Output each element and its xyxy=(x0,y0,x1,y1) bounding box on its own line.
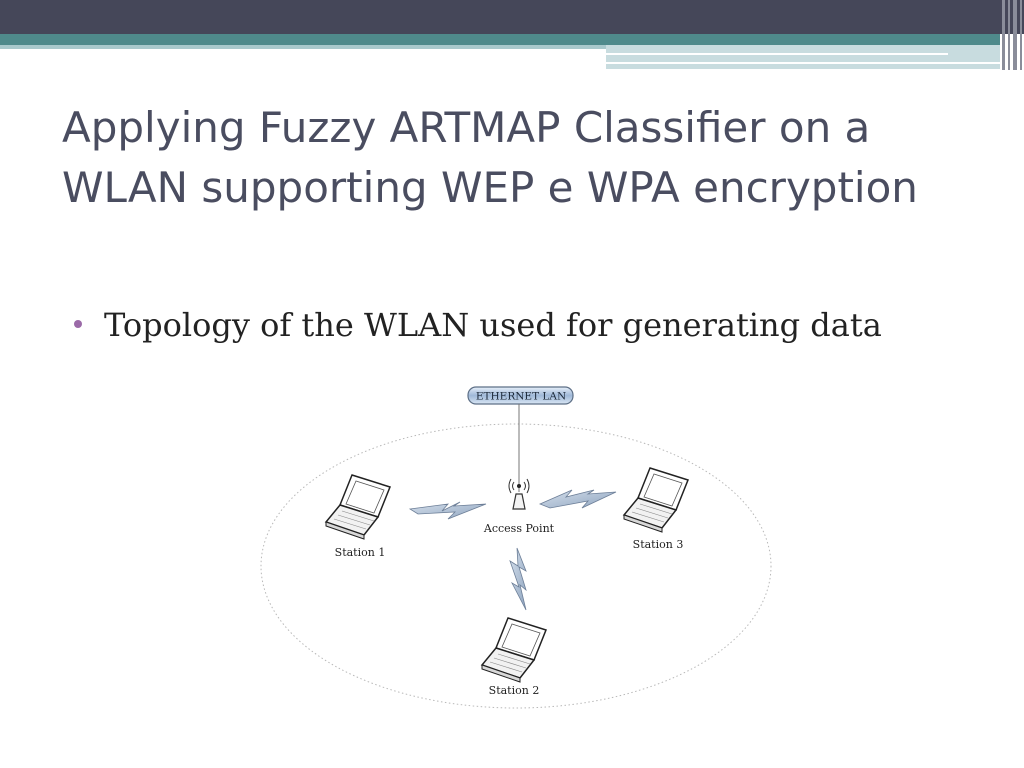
access-point-label: Access Point xyxy=(483,522,555,535)
header-accent-line xyxy=(0,45,606,49)
bullet-text: Topology of the WLAN used for generating… xyxy=(104,306,882,344)
header-right-line xyxy=(606,62,1000,64)
coverage-area xyxy=(260,423,772,709)
wireless-link-bolt-icon xyxy=(509,547,527,611)
header-accent-band xyxy=(0,34,1000,45)
wireless-link-bolt-icon xyxy=(408,501,487,520)
bullet-marker xyxy=(74,320,82,328)
access-point-antenna-icon xyxy=(508,478,530,510)
slide-title: Applying Fuzzy ARTMAP Classifier on a WL… xyxy=(62,103,918,212)
header-stripes xyxy=(1000,0,1024,70)
station-2-label: Station 2 xyxy=(489,684,540,697)
ethernet-bus-icon: ETHERNET LAN xyxy=(467,386,574,405)
wlan-topology-diagram: ETHERNET LAN Access Point Station 1 Stat… xyxy=(260,386,772,709)
ethernet-lan-label: ETHERNET LAN xyxy=(476,391,566,403)
laptop-icon xyxy=(480,617,547,683)
header-bar xyxy=(0,0,1024,34)
station-3-label: Station 3 xyxy=(633,538,684,551)
station-1-label: Station 1 xyxy=(335,546,386,559)
wireless-link-bolt-icon xyxy=(538,489,617,509)
header-right-line xyxy=(606,53,948,55)
laptop-icon xyxy=(324,474,391,540)
header-right-block xyxy=(606,45,1000,69)
laptop-icon xyxy=(622,467,689,533)
